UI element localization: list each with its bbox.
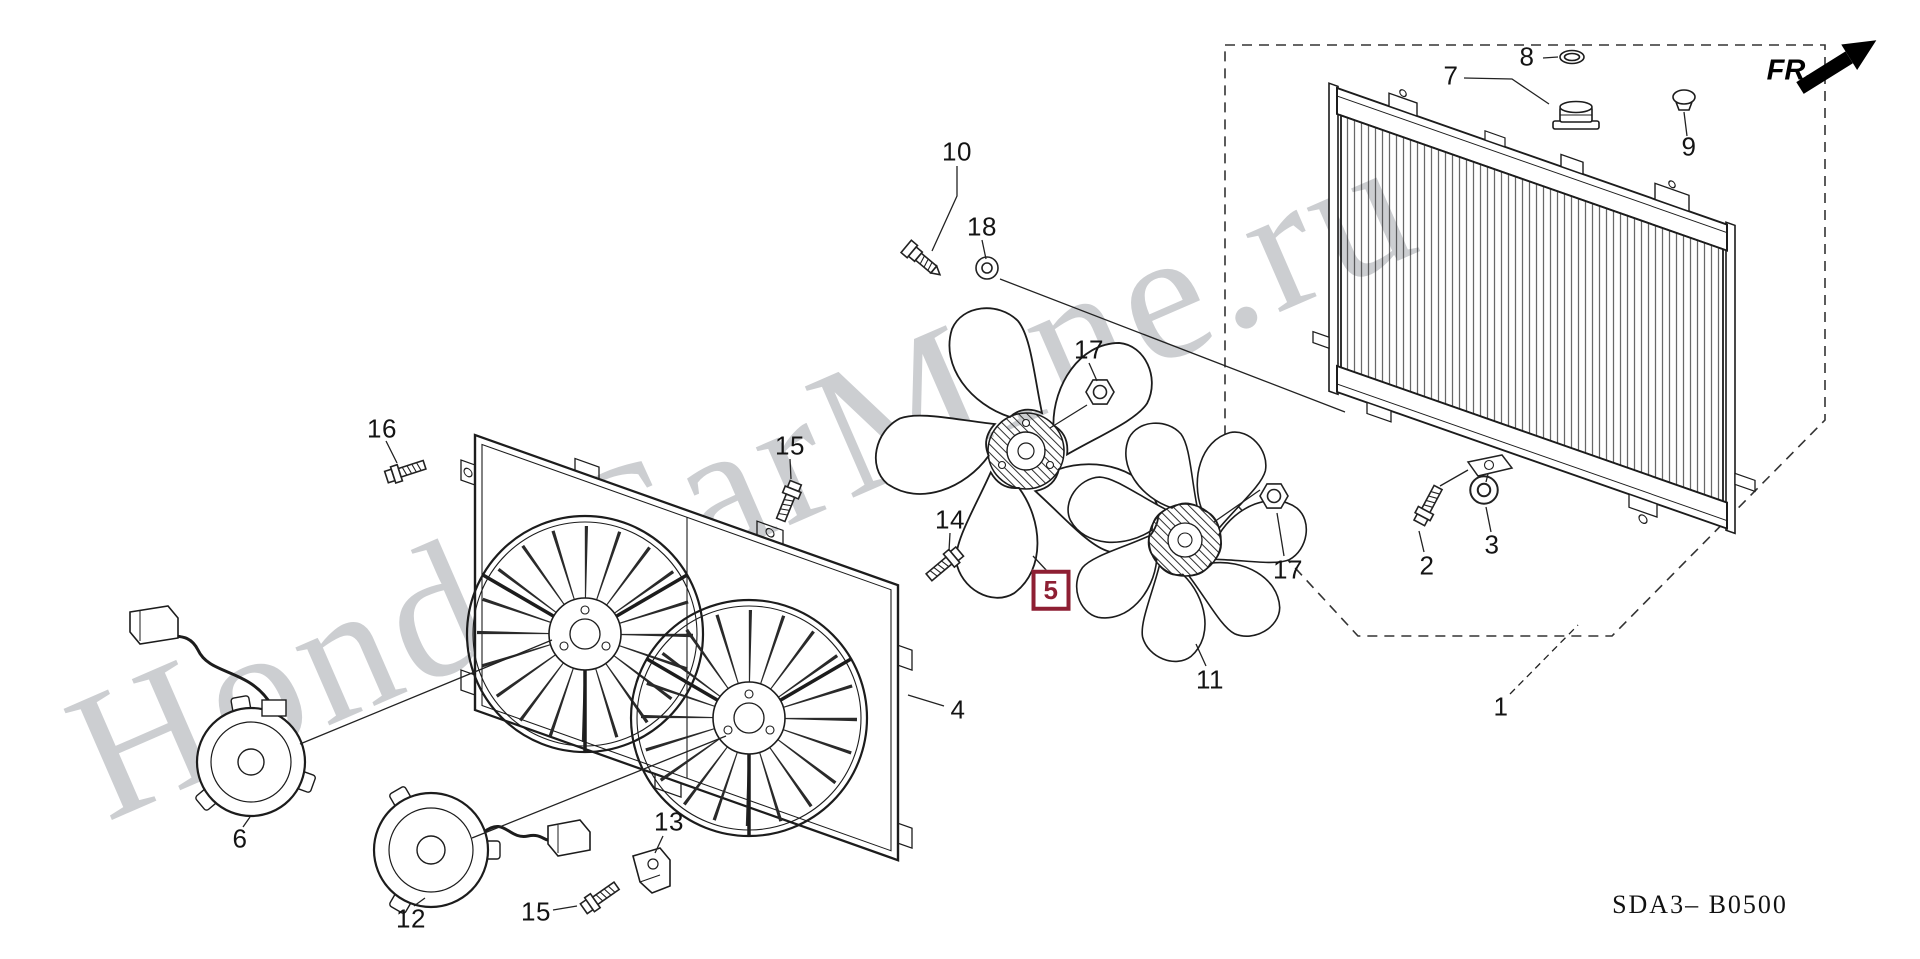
callout-12: 12 [396,903,426,934]
callout-2: 2 [1419,550,1435,581]
assembly-dashed-boundary [1224,44,1826,637]
nut-17-upper [1085,379,1115,405]
callout-17-lower: 17 [1273,554,1303,585]
grommet-3 [1469,475,1499,505]
cooling-fan-11 [1067,422,1308,663]
screw-15-lower [578,878,623,917]
callout-8: 8 [1519,41,1535,72]
washer-18 [975,256,999,280]
leader-line-1-dashed [1509,624,1579,695]
cap-oring [1559,49,1585,65]
fr-arrow [1796,40,1877,94]
callout-7: 7 [1443,60,1459,91]
callout-13: 13 [654,806,684,837]
drain-plug-10 [899,239,942,276]
screw-15-upper [772,478,805,524]
callout-11: 11 [1196,664,1224,695]
callout-4: 4 [950,694,966,725]
callout-18: 18 [967,211,997,242]
fr-label: FR. [1766,54,1814,87]
filler-neck [1560,153,1584,176]
callout-16: 16 [367,413,397,444]
shroud-opening-left [465,514,705,754]
bolt-2 [1411,482,1447,528]
diagram-code: SDA3– B0500 [1612,890,1788,919]
radiator [1312,82,1756,535]
nut-17-lower [1259,483,1289,509]
bolt-16 [383,455,428,486]
callout-17-upper: 17 [1074,334,1104,365]
small-cap-part-9 [1672,89,1696,111]
fan-motor-6 [129,605,316,818]
callout-10: 10 [942,136,972,167]
callout-3: 3 [1484,529,1500,560]
callout-9: 9 [1681,131,1697,162]
leader-lines [242,56,1688,911]
bracket-13 [632,847,671,894]
callout-6: 6 [232,823,248,854]
radiator-mount-bracket [1466,454,1514,477]
callout-1: 1 [1493,691,1509,722]
motor-connector-6 [129,605,179,645]
callout-15-upper: 15 [775,430,805,461]
callout-14: 14 [935,504,965,535]
callout-5-highlighted: 5 [1031,569,1071,611]
shroud-opening-right [629,598,869,838]
radiator-cap [1552,100,1600,130]
fan-shroud [460,433,913,862]
motor-connector-12 [547,819,591,857]
fan-motor-12 [372,786,591,914]
callout-15-lower: 15 [521,896,551,927]
